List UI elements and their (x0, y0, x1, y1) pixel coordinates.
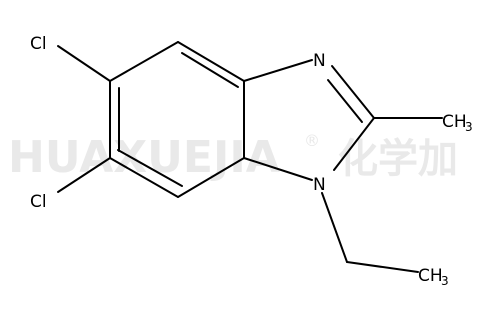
atom-n1: N (313, 175, 326, 195)
atom-cl-top: Cl (30, 34, 47, 54)
atom-ethyl-subscript: 3 (441, 274, 449, 288)
atom-ethyl-ch3: CH (418, 266, 443, 286)
bond-n1-c7a (243, 157, 313, 181)
watermark-registered: ® (304, 131, 320, 150)
imidazole-ring (243, 59, 375, 181)
bond-c4-c3a (177, 41, 245, 82)
bond-c2-n1 (333, 117, 375, 171)
bond-n1-ch2 (321, 192, 348, 263)
bond-c7-c6 (109, 157, 179, 198)
atom-n3: N (313, 51, 326, 71)
bond-c7-c6-inner (117, 149, 183, 187)
watermark-brand: HUAXUEJIA (8, 132, 280, 183)
bond-c5-c4 (109, 41, 179, 82)
bond-c6-cl (57, 157, 111, 193)
substituents (57, 45, 443, 273)
watermark: HUAXUEJIA ® 化学加 (8, 131, 458, 183)
atom-methyl: CH (442, 112, 467, 132)
bond-c5-cl (57, 45, 111, 82)
benzene-ring (109, 41, 245, 198)
bond-c7a-c7 (177, 157, 245, 198)
bond-c3a-n3 (243, 59, 313, 82)
atom-cl-bottom: Cl (30, 192, 47, 212)
bond-ch2-ch3 (346, 261, 419, 273)
atom-labels: Cl Cl N N CH 3 CH 3 (30, 34, 473, 288)
watermark-chinese: 化学加 (338, 136, 458, 182)
bond-n3-c2 (331, 65, 375, 119)
atom-methyl-subscript: 3 (465, 120, 473, 134)
bond-c4-c3a-inner (181, 52, 239, 88)
bond-n3-c2-inner (327, 79, 363, 123)
